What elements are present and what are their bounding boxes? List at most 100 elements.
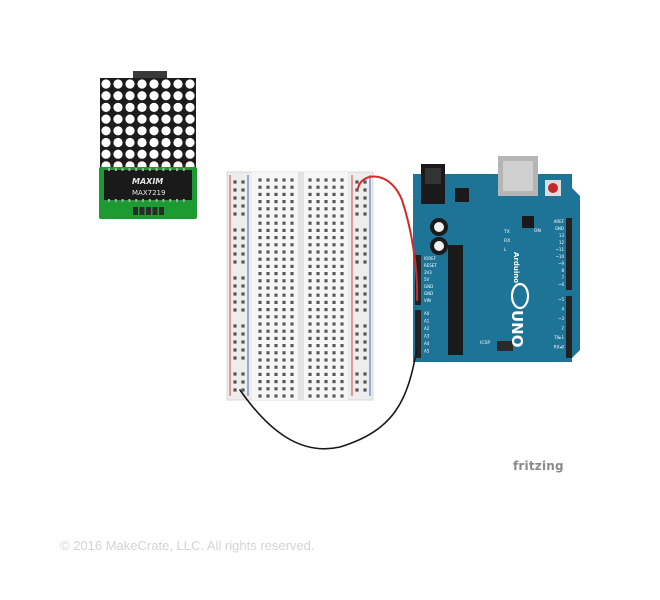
rail-hole: [355, 300, 359, 304]
terminal-hole: [274, 272, 278, 276]
terminal-hole: [274, 315, 278, 319]
arduino-model-text: UNO: [508, 310, 526, 348]
terminal-hole: [340, 394, 344, 398]
led-dot: [125, 79, 135, 89]
terminal-hole: [290, 272, 294, 276]
terminal-hole: [340, 308, 344, 312]
terminal-hole: [282, 243, 286, 247]
terminal-hole: [332, 358, 336, 362]
led-dot: [113, 137, 123, 148]
terminal-hole: [266, 228, 270, 232]
rail-hole: [363, 332, 367, 336]
terminal-hole: [324, 372, 328, 376]
voltage-regulator: [455, 188, 469, 202]
terminal-hole: [332, 264, 336, 268]
rail-hole: [355, 380, 359, 384]
led-dot: [161, 149, 171, 159]
led-dot: [173, 102, 183, 112]
terminal-hole: [308, 214, 312, 218]
terminal-hole: [266, 185, 270, 189]
terminal-hole: [290, 372, 294, 376]
terminal-hole: [258, 257, 262, 261]
terminal-hole: [290, 351, 294, 355]
terminal-hole: [290, 387, 294, 391]
digital-pin-label: ~10: [556, 254, 565, 259]
rail-hole: [355, 228, 359, 232]
terminal-hole: [324, 308, 328, 312]
rail-hole: [241, 284, 245, 288]
chip-pin: [142, 199, 144, 202]
terminal-hole: [340, 344, 344, 348]
digital-header-high: [566, 218, 572, 290]
terminal-hole: [324, 315, 328, 319]
terminal-hole: [324, 272, 328, 276]
led-dot: [113, 79, 123, 89]
terminal-hole: [308, 228, 312, 232]
rail-hole: [363, 260, 367, 264]
rail-hole: [241, 188, 245, 192]
terminal-hole: [340, 250, 344, 254]
analog-pin-label: A1: [424, 319, 430, 324]
terminal-hole: [290, 243, 294, 247]
terminal-hole: [290, 178, 294, 182]
rail-hole: [241, 340, 245, 344]
terminal-hole: [340, 243, 344, 247]
terminal-hole: [274, 192, 278, 196]
terminal-hole: [258, 200, 262, 204]
terminal-hole: [340, 207, 344, 211]
led-dot: [113, 102, 123, 112]
chip-pin: [148, 199, 151, 202]
terminal-hole: [274, 372, 278, 376]
header-pin: [133, 207, 138, 215]
terminal-hole: [258, 178, 262, 182]
terminal-hole: [290, 329, 294, 333]
terminal-hole: [266, 380, 270, 384]
led-dot: [173, 91, 183, 101]
terminal-hole: [308, 293, 312, 297]
rail-hole: [355, 212, 359, 216]
terminal-hole: [316, 228, 320, 232]
rail-hole: [355, 292, 359, 296]
rail-hole: [241, 196, 245, 200]
terminal-hole: [266, 358, 270, 362]
breadboard-center-channel: [298, 172, 304, 400]
terminal-hole: [332, 178, 336, 182]
terminal-hole: [258, 358, 262, 362]
led-dot: [185, 91, 195, 101]
terminal-hole: [308, 380, 312, 384]
terminal-hole: [290, 279, 294, 283]
rail-hole: [241, 348, 245, 352]
terminal-hole: [282, 380, 286, 384]
terminal-hole: [324, 200, 328, 204]
power-pin-label: VIN: [424, 298, 431, 303]
terminal-hole: [282, 372, 286, 376]
terminal-hole: [324, 178, 328, 182]
terminal-hole: [308, 329, 312, 333]
breadboard: [226, 171, 374, 401]
terminal-hole: [340, 192, 344, 196]
header-pin: [152, 207, 158, 215]
board-label: TX: [503, 229, 510, 235]
terminal-hole: [274, 207, 278, 211]
terminal-hole: [290, 214, 294, 218]
power-pin-label: IOREF: [424, 256, 437, 261]
rail-hole: [363, 252, 367, 256]
digital-pin-label: ~6: [558, 282, 564, 287]
terminal-hole: [282, 365, 286, 369]
rail-hole: [241, 300, 245, 304]
terminal-hole: [266, 236, 270, 240]
analog-pin-label: A2: [424, 326, 430, 331]
led-dot: [173, 79, 183, 89]
rail-hole: [233, 340, 237, 344]
digital-pin-label: GND: [555, 226, 564, 231]
terminal-hole: [274, 250, 278, 254]
terminal-hole: [258, 264, 262, 268]
terminal-hole: [282, 293, 286, 297]
terminal-hole: [332, 286, 336, 290]
rail-hole: [355, 388, 359, 392]
terminal-hole: [316, 329, 320, 333]
led-dot: [161, 137, 171, 148]
digital-header-low: [566, 296, 572, 358]
terminal-hole: [332, 380, 336, 384]
terminal-hole: [266, 192, 270, 196]
